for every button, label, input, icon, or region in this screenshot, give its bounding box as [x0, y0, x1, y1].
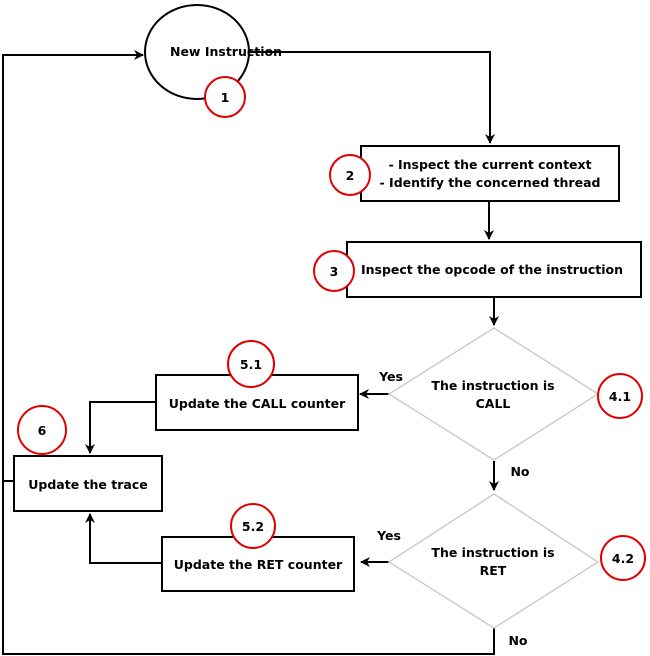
update-call-label: Update the CALL counter	[169, 396, 346, 411]
decision-ret: The instruction is RET	[387, 493, 600, 629]
edge-retcounter-to-trace	[85, 513, 162, 564]
decision-ret-line1: The instruction is	[431, 545, 554, 560]
inspect-opcode-box: Inspect the opcode of the instruction	[346, 241, 642, 298]
step-badge-5-2-label: 5.2	[242, 519, 264, 534]
inspect-opcode-label: Inspect the opcode of the instruction	[361, 262, 623, 277]
step-badge-5-1: 5.1	[227, 340, 275, 388]
step-badge-4-2: 4.2	[600, 535, 646, 581]
step-badge-3-label: 3	[330, 264, 339, 279]
step-badge-4-2-label: 4.2	[612, 551, 634, 566]
step-badge-1-label: 1	[221, 90, 230, 105]
decision-call-line2: CALL	[476, 396, 511, 411]
edge-label-no-call: No	[510, 464, 529, 479]
step-badge-5-1-label: 5.1	[240, 357, 262, 372]
edge-start-to-context	[250, 51, 495, 144]
edge-label-no-ret: No	[508, 633, 527, 648]
update-trace-label: Update the trace	[28, 477, 147, 492]
decision-call-line1: The instruction is	[431, 378, 554, 393]
decision-ret-line2: RET	[480, 563, 507, 578]
decision-call: The instruction is CALL	[387, 327, 600, 461]
step-badge-2-label: 2	[346, 168, 355, 183]
step-badge-6: 6	[17, 405, 67, 455]
step-badge-4-1: 4.1	[597, 373, 643, 419]
edge-label-yes-ret: Yes	[376, 528, 401, 543]
step-badge-6-label: 6	[38, 423, 47, 438]
update-ret-label: Update the RET counter	[174, 557, 343, 572]
step-badge-5-2: 5.2	[230, 503, 276, 549]
inspect-context-line2: - Identify the concerned thread	[380, 175, 601, 190]
step-badge-2: 2	[329, 154, 371, 196]
step-badge-3: 3	[313, 250, 355, 292]
start-node: New Instruction	[144, 4, 282, 100]
edge-trace-loop-back	[2, 50, 144, 482]
inspect-context-line1: - Inspect the current context	[388, 157, 591, 172]
step-badge-4-1-label: 4.1	[609, 389, 631, 404]
edge-callcounter-to-trace	[85, 401, 156, 454]
update-trace-box: Update the trace	[13, 455, 163, 512]
step-badge-1: 1	[204, 76, 246, 118]
edge-label-yes-call: Yes	[378, 369, 403, 384]
update-call-box: Update the CALL counter	[155, 374, 359, 431]
inspect-context-box: - Inspect the current context - Identify…	[360, 145, 620, 202]
edge-ret-no-loop-back	[2, 481, 495, 655]
start-node-label: New Instruction	[170, 44, 282, 59]
